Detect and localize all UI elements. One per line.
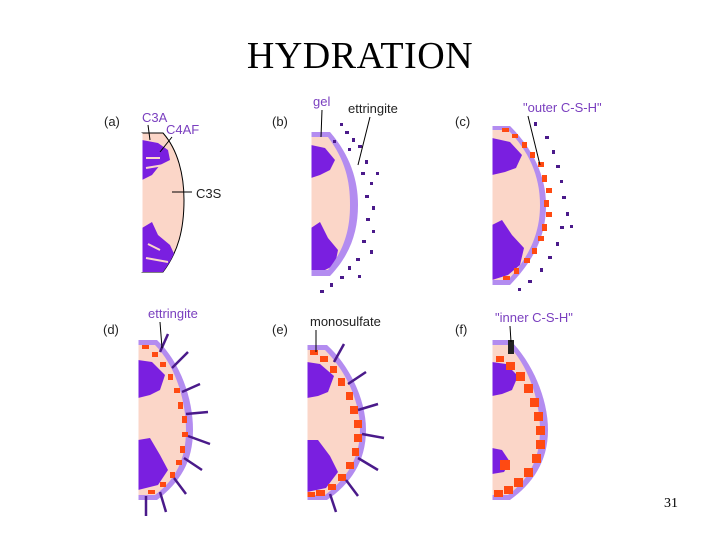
c3a-c4af-phase bbox=[142, 140, 176, 272]
panel-tag: (d) bbox=[103, 322, 119, 337]
label-c3s: C3S bbox=[196, 186, 222, 201]
label-c3a: C3A bbox=[142, 110, 168, 125]
c3a-c4af-phase bbox=[138, 360, 168, 490]
outer-csh-layer bbox=[142, 345, 188, 494]
panel-e: (e) monosulfate bbox=[272, 314, 385, 513]
ettringite-needles bbox=[320, 123, 379, 293]
page-number: 31 bbox=[664, 496, 678, 511]
outer-csh-layer bbox=[307, 350, 362, 497]
panel-tag: (b) bbox=[272, 114, 288, 129]
panel-tag: (a) bbox=[104, 114, 120, 129]
label-monosulfate: monosulfate bbox=[310, 314, 381, 329]
label-ettringite: ettringite bbox=[148, 306, 198, 321]
panel-tag: (c) bbox=[455, 114, 470, 129]
panel-tag: (f) bbox=[455, 322, 467, 337]
inner-csh-layer bbox=[494, 356, 545, 497]
ettringite-needles bbox=[328, 343, 385, 513]
panel-c: (c) "outer C-S-H" bbox=[455, 100, 602, 291]
inner-csh-pointer-block bbox=[508, 340, 514, 354]
label-inner-csh: "inner C-S-H" bbox=[495, 310, 573, 325]
panel-tag: (e) bbox=[272, 322, 288, 337]
outer-csh-layer bbox=[502, 128, 552, 280]
label-gel: gel bbox=[313, 94, 330, 109]
c3a-c4af-phase bbox=[492, 138, 524, 280]
c3a-c4af-phase bbox=[311, 145, 338, 270]
ettringite-needles bbox=[144, 333, 211, 516]
label-c4af: C4AF bbox=[166, 122, 199, 137]
label-ettringite: ettringite bbox=[348, 101, 398, 116]
slide-title: HYDRATION bbox=[246, 35, 474, 77]
panel-d: (d) ettringite bbox=[103, 306, 211, 516]
panel-f: (f) "inner C-S-H" bbox=[455, 310, 573, 505]
panel-b: (b) gel ettringite bbox=[272, 94, 398, 293]
ettringite-needles bbox=[518, 122, 573, 291]
label-outer-csh: "outer C-S-H" bbox=[523, 100, 602, 115]
c3a-c4af-phase bbox=[307, 362, 338, 492]
panel-a: (a) C3A C4AF C3S bbox=[104, 110, 222, 273]
